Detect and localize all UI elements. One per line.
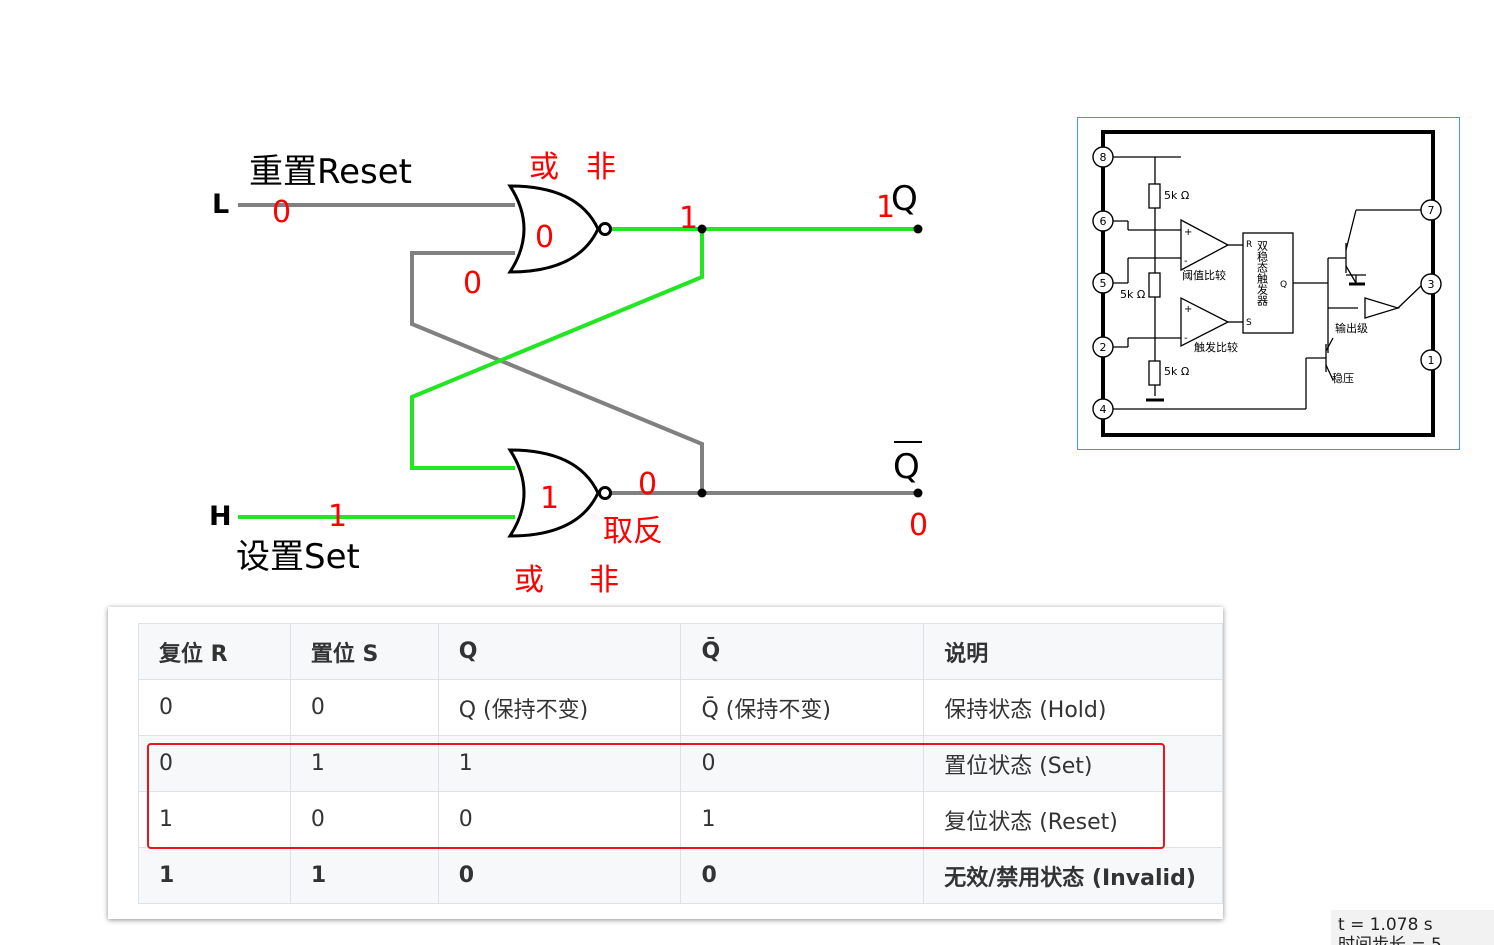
cell: 0	[289, 679, 439, 736]
cell: 1	[680, 791, 925, 848]
q-bar-label: Q	[893, 447, 920, 487]
pin-3	[1420, 273, 1442, 295]
bottom-not-label: 非	[589, 563, 619, 598]
top-not-label: 非	[586, 150, 616, 185]
pin-5	[1092, 272, 1114, 294]
set-label: 设置Set	[236, 537, 360, 577]
header-description: 说明	[923, 623, 1223, 680]
cell: 0	[289, 791, 439, 848]
ff-s-label: S	[1246, 318, 1252, 328]
pin-7	[1420, 199, 1442, 221]
top-or-label: 或	[529, 150, 559, 185]
top-nor-gate	[507, 184, 600, 274]
pin-8	[1092, 146, 1114, 168]
input-h-value: 1	[328, 499, 347, 534]
resistor-1-label: 5k Ω	[1164, 189, 1189, 202]
inactive-wires	[238, 203, 918, 495]
top-gate-feedback-value: 0	[463, 266, 482, 301]
trigger-comparator-label: 触发比较	[1194, 340, 1238, 354]
output-stage-label: 输出级	[1335, 321, 1368, 335]
pin-2-label: 2	[1100, 341, 1107, 354]
feedback-wire-q	[410, 229, 704, 470]
resistor-3-label: 5k Ω	[1164, 365, 1189, 378]
pin-8-label: 8	[1100, 151, 1107, 164]
q-junction	[697, 224, 707, 234]
ff-r-label: R	[1246, 240, 1252, 250]
q-bar-junction	[697, 488, 707, 498]
q-value: 1	[876, 190, 895, 225]
cell: 0	[680, 847, 925, 904]
cell: 复位状态 (Reset)	[923, 791, 1223, 848]
highlight-box	[147, 743, 1165, 849]
input-l-label: L	[212, 189, 229, 220]
bottom-nor-gate	[507, 448, 600, 538]
active-wires	[238, 227, 918, 519]
cell: 1	[138, 791, 291, 848]
bottom-gate-output-value: 1	[540, 481, 559, 516]
resistor-3	[1148, 360, 1161, 386]
header-q-bar: Q̄	[680, 623, 925, 680]
pin-2	[1092, 336, 1114, 358]
sr-latch-diagram: 重置Reset 设置Set L H Q Q 或 非 或 非 取反 0 1 0 0…	[209, 150, 928, 598]
q-bar-terminal	[913, 488, 923, 498]
pin-5-label: 5	[1100, 277, 1107, 290]
q-bar-value: 0	[909, 508, 928, 543]
cell: 0	[437, 847, 682, 904]
simulation-readout: t = 1.078 s 时间步长 = 5	[1331, 910, 1494, 945]
cell: 1	[289, 847, 439, 904]
q-line-value: 1	[679, 201, 698, 236]
cell: 无效/禁用状态 (Invalid)	[923, 847, 1223, 904]
pin-1	[1420, 349, 1442, 371]
top-nor-bubble	[598, 222, 612, 236]
cell: 保持状态 (Hold)	[923, 679, 1223, 736]
cell: Q (保持不变)	[437, 679, 682, 736]
bottom-nor-bubble	[598, 486, 612, 500]
input-l-value: 0	[272, 195, 291, 230]
header-reset: 复位 R	[138, 623, 291, 680]
header-set: 置位 S	[289, 623, 439, 680]
bottom-or-label: 或	[514, 563, 544, 598]
table-row: 1 1 0 0 无效/禁用状态 (Invalid)	[138, 847, 1223, 904]
q-terminal	[913, 224, 923, 234]
flipflop-label: 双稳态触发器	[1256, 240, 1269, 307]
pin-6-label: 6	[1100, 215, 1107, 228]
pin-4-label: 4	[1100, 403, 1107, 416]
pin-1-label: 1	[1428, 354, 1435, 367]
table-header-row: 复位 R 置位 S Q Q̄ 说明	[138, 623, 1223, 680]
ic555-schematic: 8 6 5 2 4 7 3 1 5k Ω 5k Ω 5k Ω 阈值比较 触发比较…	[1092, 130, 1442, 437]
pin-6	[1092, 210, 1114, 232]
time-readout: t = 1.078 s	[1338, 915, 1433, 935]
table-row: 0 0 Q (保持不变) Q̄ (保持不变) 保持状态 (Hold)	[138, 679, 1223, 736]
invert-label: 取反	[603, 514, 663, 549]
cell: 1	[138, 847, 291, 904]
reset-label: 重置Reset	[249, 152, 412, 192]
pin-7-label: 7	[1428, 204, 1435, 217]
threshold-comparator-label: 阈值比较	[1182, 268, 1226, 282]
resistor-1	[1148, 183, 1161, 209]
svg-text:-: -	[1184, 256, 1188, 267]
table-row: 1 0 0 1 复位状态 (Reset)	[138, 791, 1223, 848]
svg-text:+: +	[1184, 227, 1192, 238]
cell: Q̄ (保持不变)	[680, 679, 925, 736]
input-h-label: H	[209, 501, 232, 532]
resistor-2	[1148, 272, 1161, 298]
top-gate-output-value: 0	[535, 220, 554, 255]
pin-3-label: 3	[1428, 278, 1435, 291]
svg-text:-: -	[1184, 333, 1188, 344]
cell: 0	[138, 679, 291, 736]
header-q: Q	[437, 623, 682, 680]
feedback-wire-q-bar	[410, 251, 704, 493]
q-label: Q	[891, 179, 918, 219]
step-readout: 时间步长 = 5	[1338, 935, 1442, 945]
ic555-inset: 8 6 5 2 4 7 3 1 5k Ω 5k Ω 5k Ω 阈值比较 触发比较…	[1077, 117, 1460, 450]
ff-q-label: Q	[1280, 280, 1287, 290]
resistor-2-label: 5k Ω	[1120, 288, 1145, 301]
svg-text:+: +	[1184, 304, 1192, 315]
pin-4	[1092, 398, 1114, 420]
q-bar-line-value: 0	[638, 467, 657, 502]
regulator-label: 稳压	[1332, 371, 1354, 385]
